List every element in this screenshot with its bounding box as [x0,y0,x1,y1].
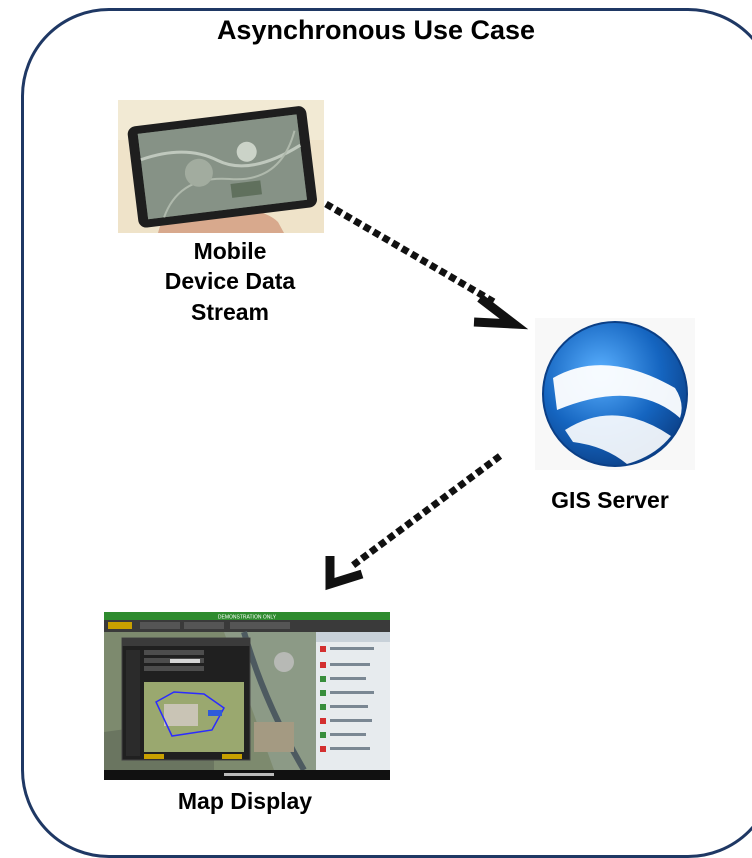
diagram-title: Asynchronous Use Case [216,15,536,45]
mobile-device-image [118,100,324,233]
map-banner-text: DEMONSTRATION ONLY [218,615,277,621]
mobile-label-text: Mobile Device Data Stream [164,238,296,325]
arrow-mobile-to-gis [324,200,529,330]
mobile-device-label: Mobile Device Data Stream [140,236,320,327]
arrow-gis-to-map [325,453,503,591]
gis-server-globe-icon [535,318,695,470]
map-display-image: DEMONSTRATION ONLY [104,612,390,780]
map-display-label: Map Display [177,788,313,814]
gis-server-label: GIS Server [551,487,669,513]
